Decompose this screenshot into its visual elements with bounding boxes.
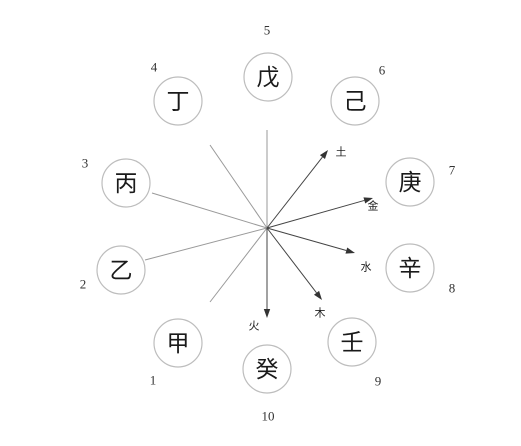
stem-circle bbox=[153, 76, 203, 126]
stem-node: 戊 bbox=[243, 52, 293, 102]
stem-circle bbox=[153, 318, 203, 368]
stem-number: 3 bbox=[82, 156, 89, 171]
arrow-head bbox=[319, 150, 328, 160]
stem-number: 2 bbox=[80, 277, 87, 292]
stem-circle bbox=[330, 76, 380, 126]
arrow-head bbox=[313, 290, 322, 300]
stem-char: 丙 bbox=[115, 171, 138, 197]
stem-circle bbox=[385, 157, 435, 207]
stem-number: 5 bbox=[264, 23, 271, 38]
element-label: 木 bbox=[315, 307, 326, 320]
ray-line bbox=[144, 227, 268, 261]
stem-node: 甲 bbox=[153, 318, 203, 368]
stem-node: 癸 bbox=[242, 344, 292, 394]
stem-circle bbox=[243, 52, 293, 102]
stem-number: 8 bbox=[449, 281, 456, 296]
element-arrow-line bbox=[266, 156, 323, 229]
element-label: 水 bbox=[361, 261, 372, 274]
arrow-head bbox=[345, 247, 355, 254]
stem-char: 辛 bbox=[399, 256, 422, 282]
arrow-head bbox=[263, 309, 271, 318]
stem-node: 丙 bbox=[101, 158, 151, 208]
element-arrow-line bbox=[266, 199, 365, 229]
stem-char: 癸 bbox=[256, 357, 279, 383]
stem-char: 丁 bbox=[167, 89, 190, 115]
stem-char: 壬 bbox=[341, 330, 364, 356]
stem-number: 10 bbox=[262, 409, 275, 424]
stem-char: 乙 bbox=[110, 258, 133, 284]
element-label: 火 bbox=[249, 320, 260, 333]
stem-char: 甲 bbox=[167, 331, 190, 357]
stem-number: 1 bbox=[150, 373, 157, 388]
stem-node: 丁 bbox=[153, 76, 203, 126]
stem-node: 壬 bbox=[327, 317, 377, 367]
stem-char: 己 bbox=[344, 89, 367, 115]
stem-circle bbox=[242, 344, 292, 394]
element-label: 土 bbox=[336, 146, 347, 159]
element-label: 金 bbox=[368, 199, 379, 213]
stem-circle bbox=[385, 243, 435, 293]
ray-line bbox=[209, 227, 268, 303]
stem-char: 戊 bbox=[257, 65, 280, 91]
element-arrow-line bbox=[266, 227, 347, 252]
stem-number: 9 bbox=[375, 374, 382, 389]
element-arrow-line bbox=[266, 227, 317, 294]
ray-line bbox=[151, 192, 268, 229]
stem-node: 辛 bbox=[385, 243, 435, 293]
stem-node: 庚 bbox=[385, 157, 435, 207]
stem-circle bbox=[96, 245, 146, 295]
element-arrows bbox=[263, 150, 373, 318]
arrow-head bbox=[363, 197, 373, 204]
stem-circle bbox=[101, 158, 151, 208]
stem-number: 6 bbox=[379, 63, 386, 78]
plain-rays bbox=[144, 130, 268, 303]
stem-circle bbox=[327, 317, 377, 367]
stem-node: 己 bbox=[330, 76, 380, 126]
stem-char: 庚 bbox=[399, 170, 422, 196]
stem-numbers: 1 2 3 4 5 6 7 8 9 10 bbox=[80, 23, 456, 424]
stem-node: 乙 bbox=[96, 245, 146, 295]
ray-line bbox=[209, 144, 268, 229]
stem-number: 4 bbox=[151, 60, 158, 75]
stem-number: 7 bbox=[449, 163, 456, 178]
